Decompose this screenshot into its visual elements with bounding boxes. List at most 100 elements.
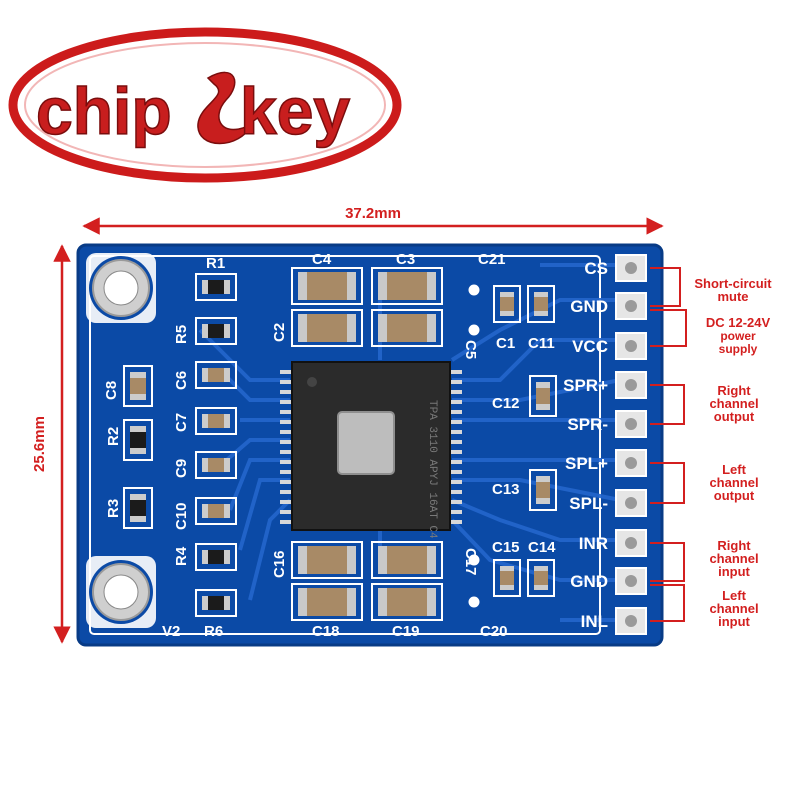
chip-marking: TPA 3110 APYJ 16AT C4 [426,400,438,539]
resistor-r6 [195,589,237,617]
svg-text:key: key [240,74,350,148]
label-c20: C20 [480,623,508,640]
label-c14: C14 [528,539,556,556]
pin-label-inr: INR [579,534,608,553]
pin-labels: CS GND VCC SPR+ SPR- SPL+ SPL- INR GND I… [563,259,608,631]
pcb-board: TPA 3110 APYJ 16AT C4 [76,243,664,647]
label-r2: R2 [105,427,122,446]
svg-text:supply: supply [719,342,758,356]
svg-text:channel: channel [709,475,758,490]
svg-text:input: input [718,614,750,629]
pin-label-vcc: VCC [572,337,608,356]
capacitor-c9 [195,451,237,479]
capacitor-c2 [291,309,363,347]
svg-text:channel: channel [709,551,758,566]
label-c13: C13 [492,481,520,498]
capacitor-c18 [291,583,363,621]
label-r5: R5 [173,325,190,344]
svg-text:Right: Right [717,383,751,398]
pin-label-gnd-top: GND [570,297,608,316]
pin-label-spr-minus: SPR- [567,415,608,434]
capacitor-c13 [529,469,557,511]
label-c6: C6 [173,371,190,390]
pin-label-spr-plus: SPR+ [563,376,608,395]
mount-hole-top [86,253,156,323]
capacitor-c12 [529,375,557,417]
capacitor-c7 [195,407,237,435]
capacitor-c1 [493,285,521,323]
capacitor-c10 [195,497,237,525]
label-c21: C21 [478,251,506,268]
silkscreen-labels: R1 R5 R2 R3 R4 R6 C4 C3 C21 C2 C1 C11 C8… [103,251,556,640]
capacitor-c3 [371,267,443,305]
svg-text:chip: chip [36,74,172,148]
label-c16: C16 [271,550,288,578]
svg-text:Left: Left [722,588,747,603]
annotation-short-circuit-mute: Short-circuit mute [694,276,772,304]
resistor-r5 [195,317,237,345]
annotation-texts: Short-circuit mute DC 12-24V power suppl… [694,276,772,629]
pin-label-inl: INL [581,612,608,631]
capacitor-c5 [371,309,443,347]
svg-text:input: input [718,564,750,579]
annotation-left-channel-input: Left channel input [709,588,758,629]
mount-hole-bottom [86,556,156,628]
chip-pins-right [448,370,462,524]
capacitor-c15 [493,559,521,597]
pin-label-spl-plus: SPL+ [565,454,608,473]
chipkey-logo: chip key [8,27,402,183]
label-c17: C17 [462,548,479,576]
label-c10: C10 [173,502,190,530]
annotation-right-channel-output: Right channel output [709,383,758,424]
capacitor-c11 [527,285,555,323]
annotation-left-channel-output: Left channel output [709,462,758,503]
capacitor-c8 [123,365,153,407]
annotation-power-supply: DC 12-24V power supply [706,315,771,356]
svg-text:output: output [714,409,755,424]
label-c8: C8 [103,381,120,400]
svg-text:DC 12-24V: DC 12-24V [706,315,771,330]
pin-label-gnd-bottom: GND [570,572,608,591]
capacitor-c14 [527,559,555,597]
height-label: 25.6mm [31,416,48,472]
capacitor-c19 [371,583,443,621]
label-v2: V2 [162,623,180,640]
width-dimension: 37.2mm [82,205,664,235]
label-c5: C5 [462,340,479,359]
pin-label-cs: CS [584,259,608,278]
resistor-r1 [195,273,237,301]
svg-text:Short-circuit: Short-circuit [694,276,772,291]
label-c12: C12 [492,395,520,412]
label-c18: C18 [312,623,340,640]
capacitor-c6 [195,361,237,389]
resistor-r2 [123,419,153,461]
logo-swoosh-icon [197,71,254,145]
label-c4: C4 [312,251,332,268]
label-c11: C11 [528,335,555,352]
height-dimension: 25.6mm [31,244,71,644]
label-r3: R3 [105,499,122,518]
svg-text:output: output [714,488,755,503]
annotation-right-channel-input: Right channel input [709,538,758,579]
svg-text:Right: Right [717,538,751,553]
chip-pins-left [280,370,294,524]
label-c15: C15 [492,539,520,556]
label-c3: C3 [396,251,415,268]
label-c19: C19 [392,623,420,640]
label-r1: R1 [206,255,225,272]
label-c9: C9 [173,459,190,478]
capacitor-c16 [291,541,363,579]
resistor-r4 [195,543,237,571]
svg-text:channel: channel [709,601,758,616]
svg-text:mute: mute [717,289,748,304]
header-pins [615,254,647,635]
svg-text:channel: channel [709,396,758,411]
pin-label-spl-minus: SPL- [569,494,608,513]
svg-text:power: power [720,329,756,343]
vias [465,281,483,611]
svg-text:Left: Left [722,462,747,477]
label-c1: C1 [496,335,515,352]
label-r4: R4 [173,546,190,566]
resistor-r3 [123,487,153,529]
